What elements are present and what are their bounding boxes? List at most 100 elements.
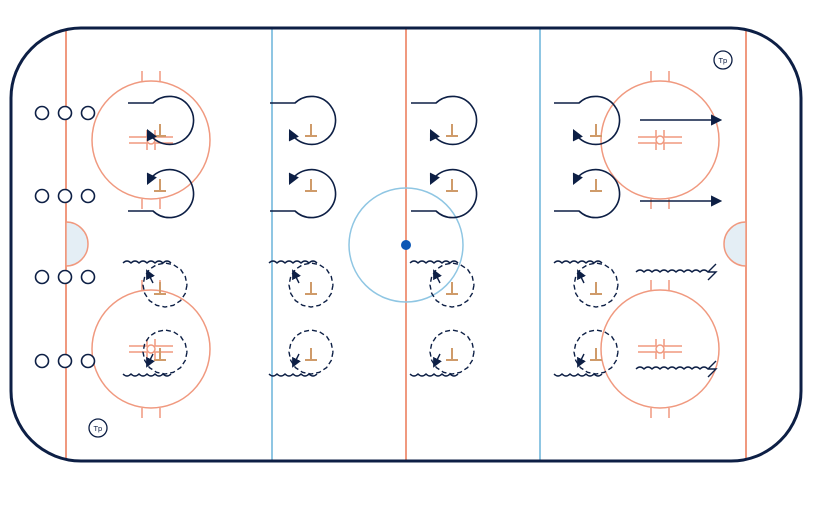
player-icon xyxy=(34,269,50,285)
skate-path-loop xyxy=(554,168,621,219)
player-icon xyxy=(34,353,50,369)
rink-boards xyxy=(9,26,803,463)
faceoff-t-marker xyxy=(154,348,166,361)
faceoff-ring xyxy=(91,289,211,409)
faceoff-t-marker xyxy=(590,179,602,192)
faceoff-ring xyxy=(91,80,211,200)
player-icon xyxy=(80,353,96,369)
puck-carry-arrow xyxy=(433,269,442,284)
puck-carry-loop xyxy=(268,260,334,308)
faceoff-t-marker xyxy=(590,348,602,361)
hash-l xyxy=(663,351,682,359)
hash-l xyxy=(663,130,682,138)
puck-carry-loop xyxy=(268,329,334,377)
faceoff-t-marker xyxy=(446,179,458,192)
player-icon xyxy=(57,269,73,285)
puck-carry-lead xyxy=(268,260,318,264)
player-icon xyxy=(80,188,96,204)
faceoff-t-marker xyxy=(305,282,317,295)
player-icon xyxy=(57,353,73,369)
puck-carry-lead xyxy=(409,260,459,264)
hash-l xyxy=(154,142,173,150)
hash-l xyxy=(663,142,682,150)
goal-crease-left xyxy=(65,221,89,267)
puck-carry-arrow xyxy=(292,353,301,368)
skate-path-loop xyxy=(554,95,621,146)
faceoff-circle xyxy=(600,280,720,418)
skate-path-loop xyxy=(270,95,337,146)
coach-marker-top: Tp xyxy=(713,50,733,70)
puck-carry-lead xyxy=(122,260,172,264)
faceoff-t-marker xyxy=(446,348,458,361)
puck-carry-loop xyxy=(553,260,619,308)
center-circle xyxy=(348,187,464,303)
faceoff-t-marker xyxy=(305,124,317,137)
puck-carry-circle xyxy=(142,262,188,308)
faceoff-t-marker xyxy=(154,179,166,192)
faceoff-t-marker xyxy=(590,124,602,137)
hash-l xyxy=(638,339,657,347)
goal-crease-right xyxy=(723,221,747,267)
hash-l xyxy=(129,142,148,150)
hash-l xyxy=(663,339,682,347)
faceoff-spot xyxy=(146,344,156,354)
coach-icon xyxy=(88,418,108,438)
puck-carry-arrow xyxy=(146,353,155,368)
puck-carry-arrow xyxy=(577,353,586,368)
puck-carry-loop xyxy=(122,329,188,377)
faceoff-spot xyxy=(655,135,665,145)
faceoff-t-marker xyxy=(305,348,317,361)
faceoff-ring xyxy=(600,80,720,200)
puck-carry-loop xyxy=(553,329,619,377)
puck-carry-loop xyxy=(409,260,475,308)
faceoff-t-marker xyxy=(590,282,602,295)
skate-path-loop xyxy=(128,95,195,146)
puck-carry-loop xyxy=(409,329,475,377)
coach-label: Tp xyxy=(93,425,103,433)
skate-path-loop xyxy=(270,168,337,219)
puck-carry-circle xyxy=(142,329,188,375)
hash-l xyxy=(638,130,657,138)
hash-l xyxy=(154,351,173,359)
hash-l xyxy=(154,339,173,347)
skate-path-loop xyxy=(128,168,195,219)
puck-carry-arrow xyxy=(433,353,442,368)
faceoff-t-marker xyxy=(446,124,458,137)
faceoff-circle xyxy=(600,71,720,209)
faceoff-t-marker xyxy=(305,179,317,192)
player-icon xyxy=(80,269,96,285)
player-icon xyxy=(57,188,73,204)
puck-carry-arrow xyxy=(577,269,586,284)
puck-carry-circle xyxy=(573,262,619,308)
puck-carry-circle xyxy=(429,262,475,308)
puck-carry-lead xyxy=(553,260,603,264)
faceoff-t-marker xyxy=(154,282,166,295)
puck-carry-circle xyxy=(573,329,619,375)
puck-rush-line xyxy=(635,360,718,378)
puck-carry-loop xyxy=(122,260,188,308)
puck-carry-circle xyxy=(288,262,334,308)
coach-marker-bottom: Tp xyxy=(88,418,108,438)
puck-rush-line xyxy=(635,263,718,281)
coach-icon xyxy=(713,50,733,70)
player-icon xyxy=(80,105,96,121)
faceoff-t-marker xyxy=(446,282,458,295)
hash-l xyxy=(638,142,657,150)
player-icon xyxy=(34,188,50,204)
skate-path-loop xyxy=(411,95,478,146)
player-icon xyxy=(34,105,50,121)
puck-carry-circle xyxy=(429,329,475,375)
player-icon xyxy=(57,105,73,121)
center-faceoff-dot xyxy=(401,240,411,250)
faceoff-spot xyxy=(655,344,665,354)
faceoff-ring xyxy=(600,289,720,409)
skate-path-loop xyxy=(411,168,478,219)
puck-carry-arrow xyxy=(146,269,155,284)
puck-carry-arrow xyxy=(292,269,301,284)
coach-label: Tp xyxy=(718,57,728,65)
hash-l xyxy=(129,351,148,359)
puck-carry-circle xyxy=(288,329,334,375)
hash-l xyxy=(638,351,657,359)
